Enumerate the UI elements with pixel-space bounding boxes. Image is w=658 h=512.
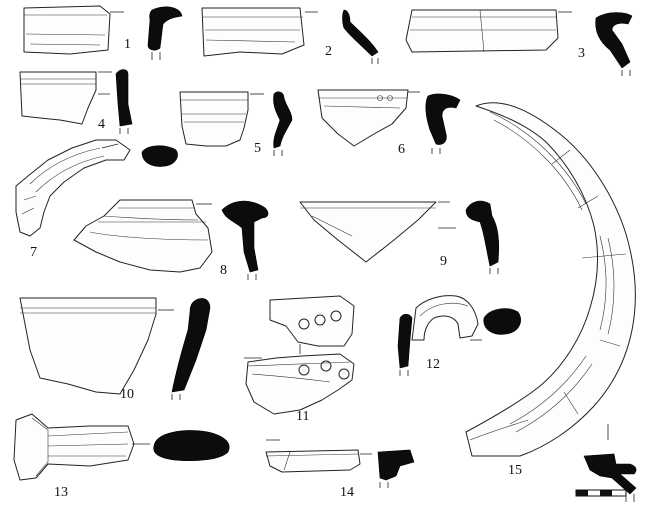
figure-label-3: 3 — [578, 46, 585, 61]
fragment-7 — [15, 139, 178, 237]
figure-label-2: 2 — [325, 44, 332, 59]
fragment-4 — [19, 69, 133, 134]
figure-label-15: 15 — [508, 463, 522, 478]
fragment-10 — [19, 297, 211, 400]
fragment-9 — [299, 200, 500, 274]
figure-label-13: 13 — [54, 485, 68, 500]
figure-label-10: 10 — [120, 387, 134, 402]
figure-label-7: 7 — [30, 245, 37, 260]
fragment-6 — [317, 89, 461, 154]
figure-label-1: 1 — [124, 37, 131, 52]
fragment-1 — [23, 5, 183, 60]
figure-label-6: 6 — [398, 142, 405, 157]
figure-label-4: 4 — [98, 117, 105, 132]
fragment-13 — [13, 413, 230, 481]
fragment-12 — [397, 295, 521, 376]
fragment-11 — [244, 295, 355, 415]
scale-bar — [575, 489, 627, 497]
figure-label-11: 11 — [296, 409, 310, 424]
figure-label-12: 12 — [426, 357, 440, 372]
figure-label-5: 5 — [254, 141, 261, 156]
figure-label-14: 14 — [340, 485, 354, 500]
fragment-3 — [405, 9, 633, 76]
fragment-15 — [465, 102, 637, 502]
fragment-2 — [201, 7, 379, 64]
figure-label-9: 9 — [440, 254, 447, 269]
figure-label-8: 8 — [220, 263, 227, 278]
fragment-14 — [265, 439, 415, 488]
fragment-8 — [73, 199, 269, 280]
fragment-5 — [179, 91, 293, 156]
